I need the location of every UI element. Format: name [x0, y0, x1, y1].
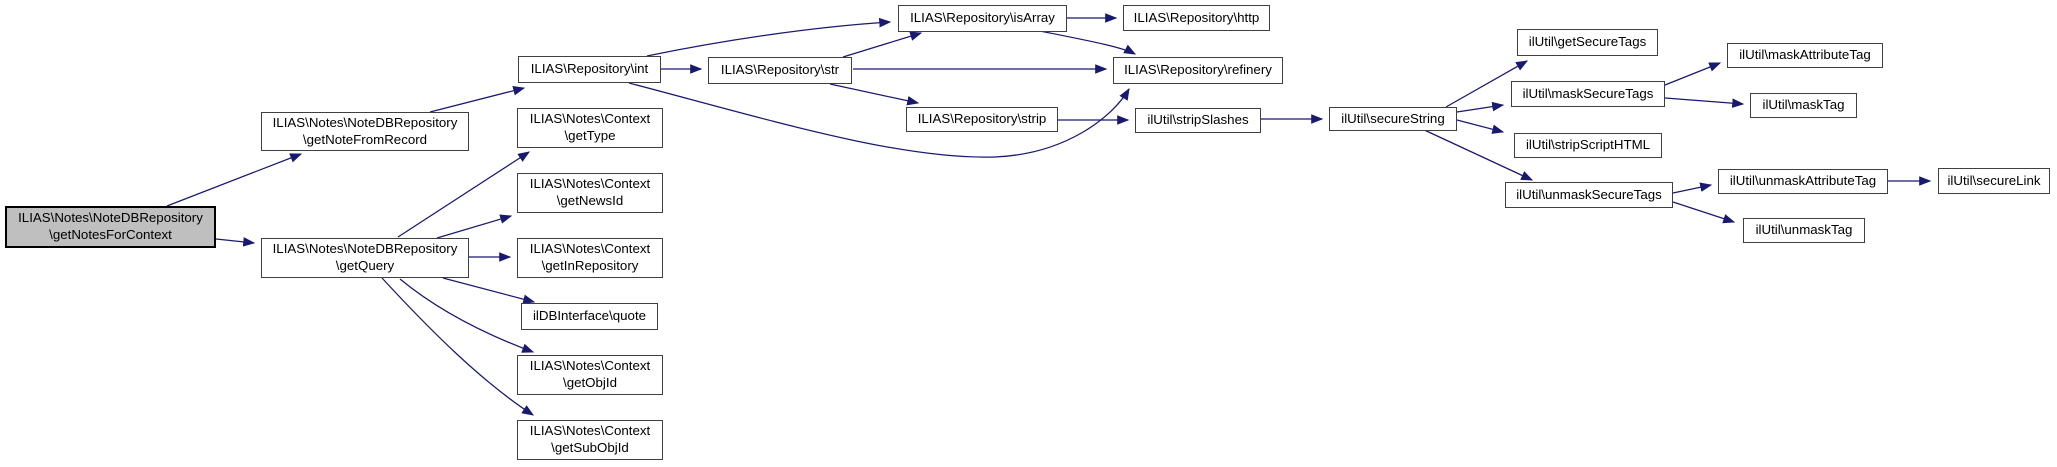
edge-secureString-to-stripScriptHTML	[1456, 119, 1505, 134]
edge-maskSecureTags-to-maskAttributeTag	[1664, 62, 1722, 86]
node-getQuery[interactable]: ILIAS\Notes\NoteDBRepository \getQuery	[261, 238, 469, 278]
node-unmaskAttributeTag[interactable]: ilUtil\unmaskAttributeTag	[1718, 169, 1888, 194]
node-unmaskTag[interactable]: ilUtil\unmaskTag	[1743, 218, 1865, 243]
node-getNoteFromRecord[interactable]: ILIAS\Notes\NoteDBRepository \getNoteFro…	[261, 112, 469, 151]
edge-unmaskSecureTags-to-unmaskAttributeTag	[1672, 182, 1713, 194]
node-getNewsId[interactable]: ILIAS\Notes\Context \getNewsId	[517, 173, 663, 213]
edge-getNotesForContext-to-getQuery	[215, 237, 256, 247]
node-getObjId[interactable]: ILIAS\Notes\Context \getObjId	[517, 355, 663, 395]
edge-getQuery-to-getObjId	[399, 278, 535, 353]
edge-getNotesForContext-to-getNoteFromRecord	[166, 153, 303, 207]
node-maskTag[interactable]: ilUtil\maskTag	[1750, 93, 1857, 118]
node-maskAttributeTag[interactable]: ilUtil\maskAttributeTag	[1727, 43, 1883, 68]
edge-secureString-to-getSecureTags	[1445, 60, 1529, 108]
node-int[interactable]: ILIAS\Repository\int	[518, 56, 661, 83]
node-getSubObjId[interactable]: ILIAS\Notes\Context \getSubObjId	[517, 420, 663, 460]
node-quote[interactable]: ilDBInterface\quote	[521, 303, 658, 330]
node-secureString[interactable]: ilUtil\secureString	[1329, 107, 1457, 131]
node-unmaskSecureTags[interactable]: ilUtil\unmaskSecureTags	[1505, 182, 1673, 208]
node-strip[interactable]: ILIAS\Repository\strip	[906, 107, 1058, 132]
edge-int-to-refinery	[628, 82, 1130, 158]
node-getNotesForContext: ILIAS\Notes\NoteDBRepository \getNotesFo…	[5, 206, 216, 248]
edge-str-to-isArray	[842, 31, 923, 58]
edge-str-to-strip	[829, 83, 920, 106]
edge-getQuery-to-getNewsId	[436, 214, 513, 239]
edge-maskSecureTags-to-maskTag	[1664, 97, 1745, 108]
node-getSecureTags[interactable]: ilUtil\getSecureTags	[1517, 29, 1658, 56]
node-secureLink[interactable]: ilUtil\secureLink	[1938, 168, 2050, 194]
edge-int-to-isArray	[646, 17, 892, 57]
edge-getQuery-to-quote	[442, 277, 536, 304]
node-str[interactable]: ILIAS\Repository\str	[708, 57, 852, 84]
node-getType[interactable]: ILIAS\Notes\Context \getType	[517, 108, 663, 148]
node-stripSlashes[interactable]: ilUtil\stripSlashes	[1135, 108, 1261, 133]
edge-secureString-to-unmaskSecureTags	[1419, 127, 1534, 181]
edge-unmaskSecureTags-to-unmaskTag	[1672, 201, 1736, 224]
node-maskSecureTags[interactable]: ilUtil\maskSecureTags	[1511, 81, 1665, 107]
node-refinery[interactable]: ILIAS\Repository\refinery	[1113, 57, 1283, 84]
edge-getQuery-to-getType	[397, 151, 531, 238]
edge-getQuery-to-getSubObjId	[381, 277, 535, 416]
edge-isArray-to-refinery	[1039, 30, 1137, 55]
edge-getNoteFromRecord-to-int	[429, 86, 526, 113]
node-isArray[interactable]: ILIAS\Repository\isArray	[898, 5, 1067, 32]
node-stripScriptHTML[interactable]: ilUtil\stripScriptHTML	[1514, 133, 1662, 158]
node-http[interactable]: ILIAS\Repository\http	[1123, 5, 1270, 31]
node-getInRepository[interactable]: ILIAS\Notes\Context \getInRepository	[517, 238, 663, 278]
edge-secureString-to-maskSecureTags	[1456, 101, 1505, 113]
